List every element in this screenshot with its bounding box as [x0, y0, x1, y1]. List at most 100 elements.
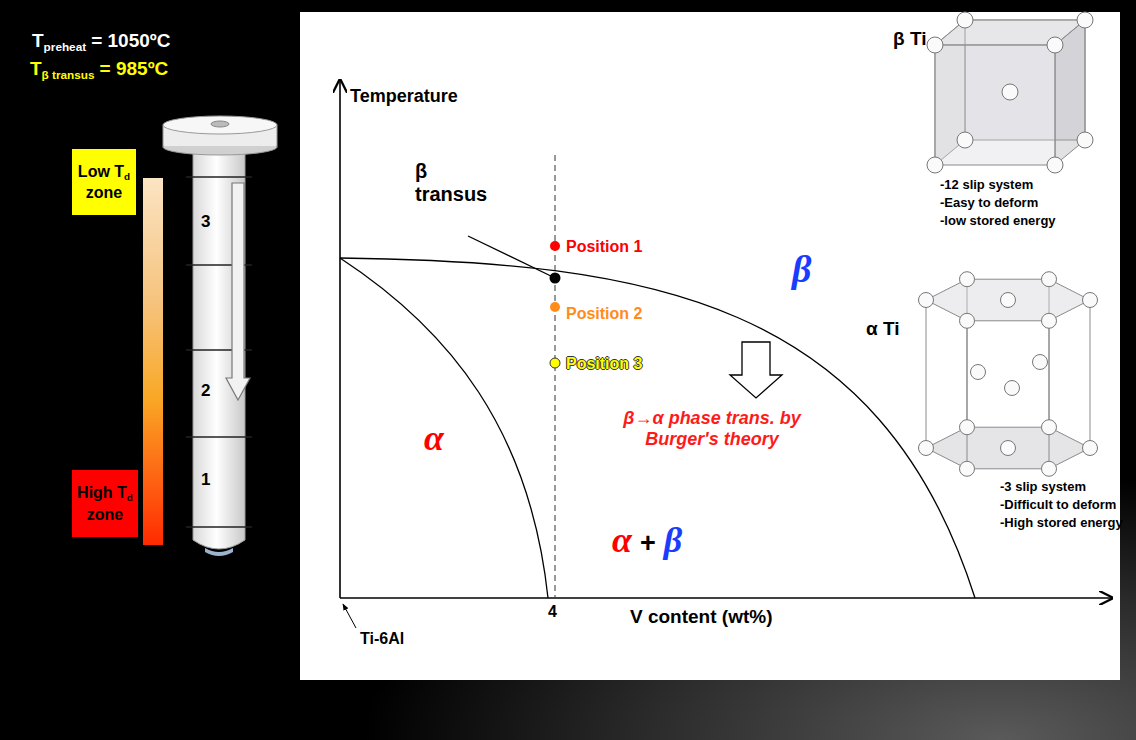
transus-subscript: β transus — [42, 68, 95, 81]
zone-ticks — [186, 177, 252, 527]
text-line: Position 2 — [566, 305, 642, 323]
hcp-atom — [1083, 293, 1098, 308]
high-temperature-zone-box: High Tdzone — [72, 470, 138, 537]
beta-transus-curve — [340, 258, 975, 598]
text-line: α+β — [612, 520, 682, 561]
hcp-atom — [1005, 381, 1020, 396]
hcp-atom — [960, 420, 975, 435]
axis-tick: 4 — [548, 603, 557, 620]
box-text-line: Low Td — [78, 162, 130, 183]
box-label: zone — [87, 506, 123, 523]
hcp-atom — [960, 313, 975, 328]
specimen-head-top — [163, 116, 277, 134]
phase-structure-title: α Ti — [866, 318, 900, 339]
preheat-value: = 1050ºC — [91, 30, 170, 51]
zone-number: 2 — [201, 381, 210, 400]
position-3-dot — [550, 358, 560, 368]
text-line: β transus — [415, 160, 495, 206]
text-line: β Ti — [893, 28, 926, 50]
hcp-atom — [971, 365, 986, 380]
box-label: zone — [86, 184, 122, 201]
temperature-gradient-bar — [143, 178, 163, 545]
rod-tip — [205, 548, 233, 556]
position-1-dot — [550, 241, 560, 251]
phase-label: β — [792, 248, 811, 290]
property-note: -low stored energy — [940, 213, 1056, 228]
hcp-atom — [1042, 313, 1057, 328]
plus-sign: + — [640, 528, 656, 558]
phase-label: α — [612, 520, 632, 560]
alpha-boundary-curve — [340, 258, 548, 598]
base-alloy-label: Ti-6Al — [360, 630, 404, 647]
text-line: β→α phase trans. by Burger's theory — [612, 408, 812, 449]
temperature-symbol: T — [30, 58, 42, 79]
box-text-line: zone — [77, 505, 133, 524]
axis-title: V content (wt%) — [630, 606, 773, 627]
bcc-cube — [927, 12, 1093, 173]
hcp-atom — [1042, 420, 1057, 435]
hcp-atom — [1042, 461, 1057, 476]
text-line: 4 — [548, 603, 557, 621]
hcp-atom — [1001, 293, 1016, 308]
hcp-edge — [926, 300, 927, 448]
axis-title: Temperature — [350, 86, 458, 106]
hcp-atom — [1033, 355, 1048, 370]
composition-line — [555, 155, 556, 597]
text-line: Ti-6Al — [360, 630, 404, 648]
text-line: α — [424, 418, 444, 459]
text-line: -Difficult to deform — [1000, 498, 1116, 513]
hcp-atom — [1042, 272, 1057, 287]
box-text-line: zone — [78, 183, 130, 202]
beta-transus-pointer — [468, 236, 555, 278]
box-label: Low T — [78, 163, 124, 180]
ti6al-leader — [343, 604, 356, 628]
text-line: Position 3 — [566, 355, 642, 373]
position-label: Position 3 — [566, 355, 642, 372]
curve-label: β transus — [415, 160, 487, 205]
position-label: Position 2 — [566, 305, 642, 322]
text-line: Position 1 — [566, 238, 642, 256]
transformation-note: β→α phase trans. by Burger's theory — [623, 408, 800, 449]
text-line: V content (wt%) — [630, 606, 773, 628]
box-text: High Tdzone — [77, 483, 133, 524]
zone-number: 1 — [201, 470, 210, 489]
zone-number: 3 — [201, 212, 210, 231]
text-line: -3 slip system — [1000, 480, 1086, 495]
property-note: -High stored energy — [1000, 515, 1123, 530]
hcp-atom — [1083, 441, 1098, 456]
specimen-hole — [211, 121, 229, 127]
hcp-atom — [960, 461, 975, 476]
hcp-bottom-face — [926, 427, 1090, 469]
text-line: α Ti — [866, 318, 900, 340]
position-2-dot — [550, 302, 560, 312]
specimen-illustration — [143, 116, 277, 556]
hcp-top-face — [926, 279, 1090, 321]
text-line: -High stored energy — [1000, 516, 1123, 531]
diagram-panel — [300, 12, 1120, 680]
box-label: High T — [77, 484, 127, 501]
text-line: 1 — [201, 470, 210, 490]
preheat-subscript: preheat — [44, 40, 87, 53]
text-line: Tpreheat = 1050ºC — [32, 30, 170, 54]
hcp-atom — [1001, 441, 1016, 456]
text-line: Temperature — [350, 86, 458, 107]
property-note: -Difficult to deform — [1000, 497, 1116, 512]
cooling-direction-arrow — [226, 183, 250, 400]
phase-structure-title: β Ti — [893, 28, 926, 49]
text-line: 3 — [201, 212, 210, 232]
transus-value: = 985ºC — [100, 58, 169, 79]
subscript: d — [127, 493, 133, 504]
hcp-atom — [919, 293, 934, 308]
low-temperature-zone-box: Low Tdzone — [72, 149, 136, 215]
phase-label: α — [424, 418, 444, 458]
text-line: -12 slip system — [940, 178, 1033, 193]
subscript: d — [124, 171, 130, 182]
hcp-atom — [919, 441, 934, 456]
hcp-edge — [1090, 300, 1091, 448]
hcp-atom — [960, 272, 975, 287]
text-line: Tβ transus = 985ºC — [30, 58, 168, 82]
temperature-symbol: T — [32, 30, 44, 51]
transus-point — [550, 273, 561, 284]
hcp-prism — [919, 272, 1098, 477]
